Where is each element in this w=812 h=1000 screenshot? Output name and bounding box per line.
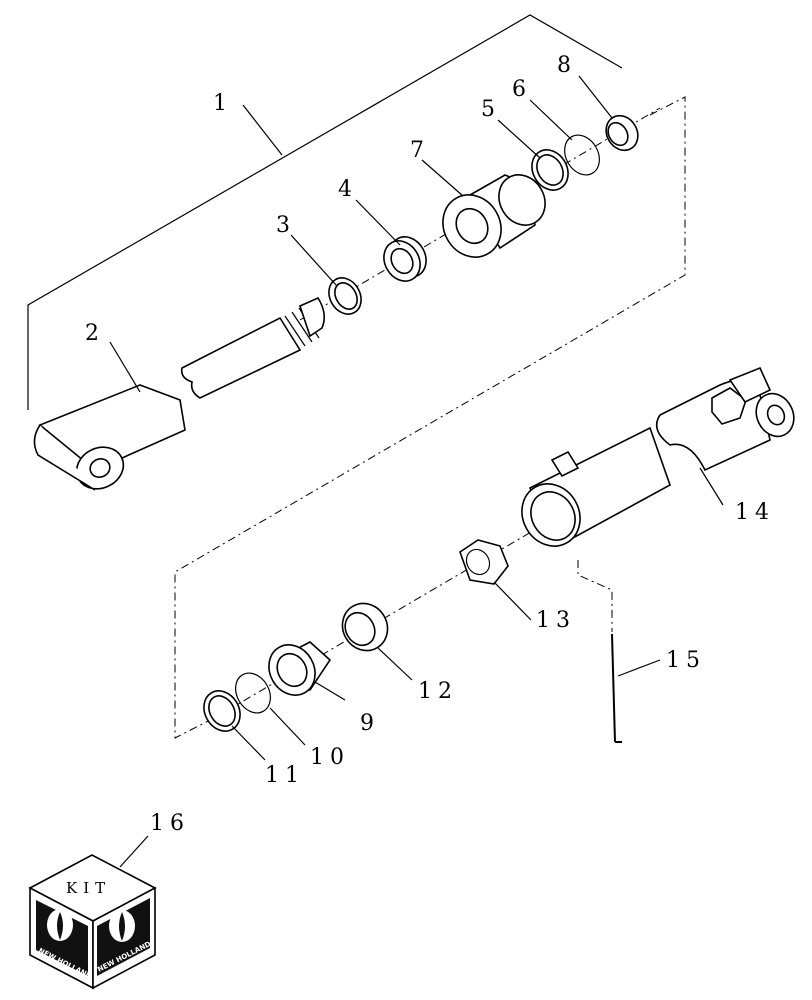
callout-numbers: 1 2 3 4 5 6 7 8 9 10 11 12 13 14 15 16: [85, 53, 775, 836]
kit-box: KIT NEW HOLLAND NEW HOLLAND: [28, 854, 157, 990]
part-11-ring: [203, 690, 241, 732]
callout-9: 9: [360, 711, 380, 736]
part-12-split-ring: [341, 602, 389, 652]
part-4-seal: [383, 236, 427, 282]
assembly-bracket: [27, 14, 623, 410]
part-13-nut: [459, 539, 509, 585]
part-10-o-ring: [235, 672, 271, 714]
leader-lines: [109, 75, 724, 868]
callout-8: 8: [557, 53, 577, 78]
rod-thread: [284, 296, 326, 347]
callout-11: 11: [265, 763, 305, 788]
part-8-split-ring: [605, 114, 639, 152]
callout-2: 2: [85, 321, 105, 346]
callout-7: 7: [410, 138, 430, 163]
part-15-pin: [611, 633, 622, 743]
part-5-ring: [531, 149, 569, 191]
callout-14: 14: [735, 500, 775, 525]
callout-6: 6: [512, 77, 532, 102]
part-6-o-ring: [564, 134, 600, 176]
callout-1: 1: [213, 91, 233, 116]
part-9-piston: [268, 641, 332, 696]
part-3-ring: [328, 277, 362, 315]
part-14-barrel: [521, 366, 795, 547]
part-7-gland: [442, 174, 546, 258]
callout-12: 12: [418, 679, 458, 704]
callout-16: 16: [150, 811, 190, 836]
center-lines: [174, 96, 686, 739]
callout-5: 5: [481, 97, 501, 122]
callout-3: 3: [276, 213, 296, 238]
part-2-piston-rod: [33, 296, 326, 491]
callout-4: 4: [338, 177, 358, 202]
kit-label: KIT: [66, 879, 111, 897]
callout-13: 13: [536, 608, 576, 633]
callout-15: 15: [666, 648, 706, 673]
callout-10: 10: [310, 745, 350, 770]
